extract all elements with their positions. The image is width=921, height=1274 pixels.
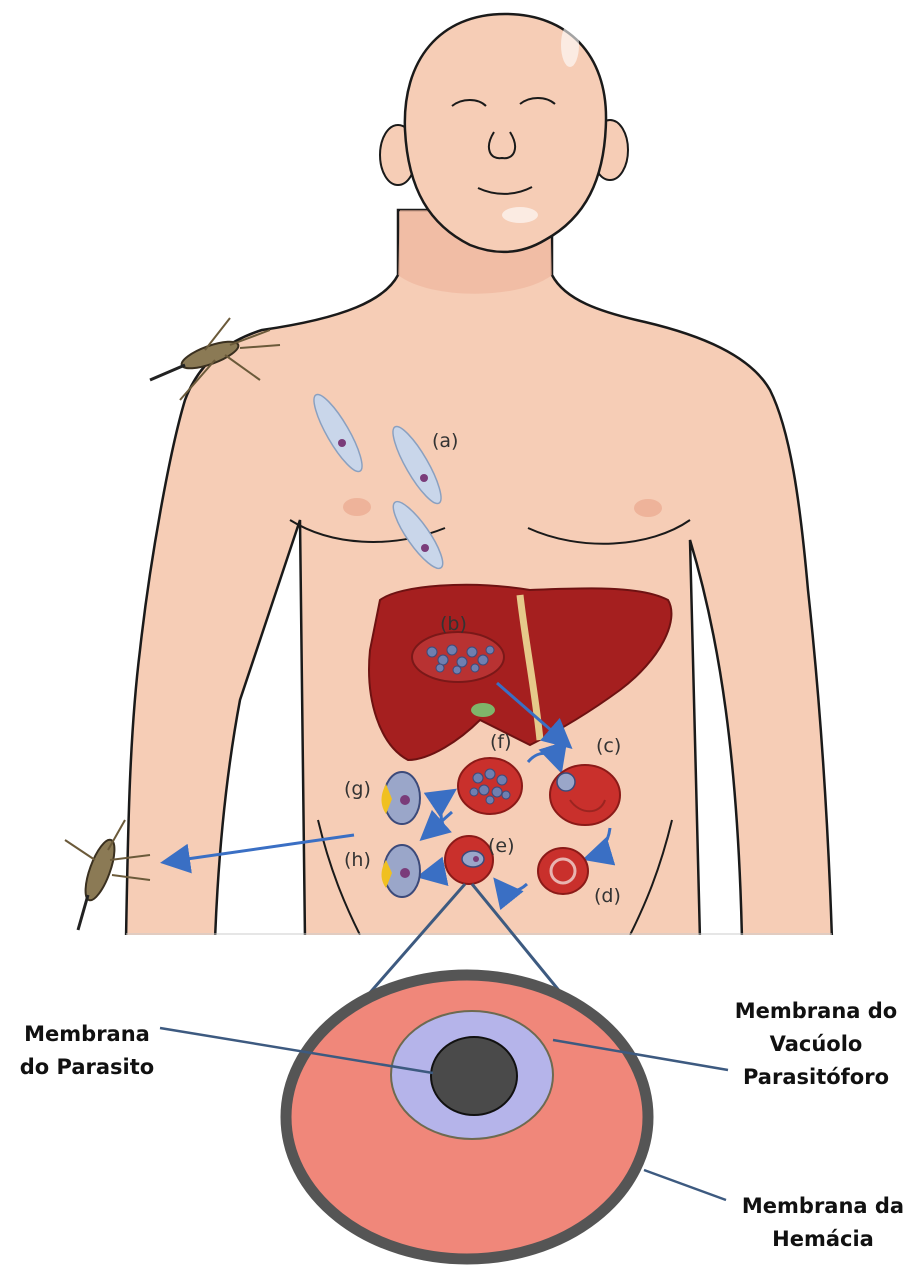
stage-label-c: (c) (596, 735, 621, 757)
callout-vacuole-line1: Membrana do (716, 995, 916, 1028)
callout-rbc-membrane: Membrana da Hemácia (728, 1190, 918, 1256)
stage-label-f: (f) (490, 731, 512, 753)
liver-schizont (412, 632, 504, 682)
stage-label-b: (b) (440, 613, 467, 635)
cell-d-ring (538, 848, 588, 894)
cell-e-trophozoite (445, 836, 493, 884)
stage-label-e: (e) (488, 835, 515, 857)
stage-label-d: (d) (594, 885, 621, 907)
gallbladder (471, 703, 495, 717)
right-nipple (634, 499, 662, 517)
cell-c-merozoite-invasion (550, 765, 620, 825)
parasite-body (431, 1037, 517, 1115)
callout-parasite-line1: Membrana (2, 1018, 172, 1051)
callout-parasite-line2: do Parasito (2, 1051, 172, 1084)
callout-rbc-line1: Membrana da (728, 1190, 918, 1223)
left-nipple (343, 498, 371, 516)
pointer-rbc (644, 1170, 726, 1200)
torso (126, 210, 832, 940)
human-figure (126, 210, 832, 940)
callout-vacuole-line2: Vacúolo (716, 1028, 916, 1061)
callout-parasite-membrane: Membrana do Parasito (2, 1018, 172, 1084)
callout-rbc-line2: Hemácia (728, 1223, 918, 1256)
callout-vacuole-line3: Parasitóforo (716, 1061, 916, 1094)
stage-label-g: (g) (344, 778, 371, 800)
callout-vacuole-membrane: Membrana do Vacúolo Parasitóforo (716, 995, 916, 1094)
stage-label-h: (h) (344, 849, 371, 871)
stage-label-a: (a) (432, 430, 458, 452)
enlarged-infected-rbc (286, 975, 648, 1259)
cell-f-schizont (458, 758, 522, 814)
